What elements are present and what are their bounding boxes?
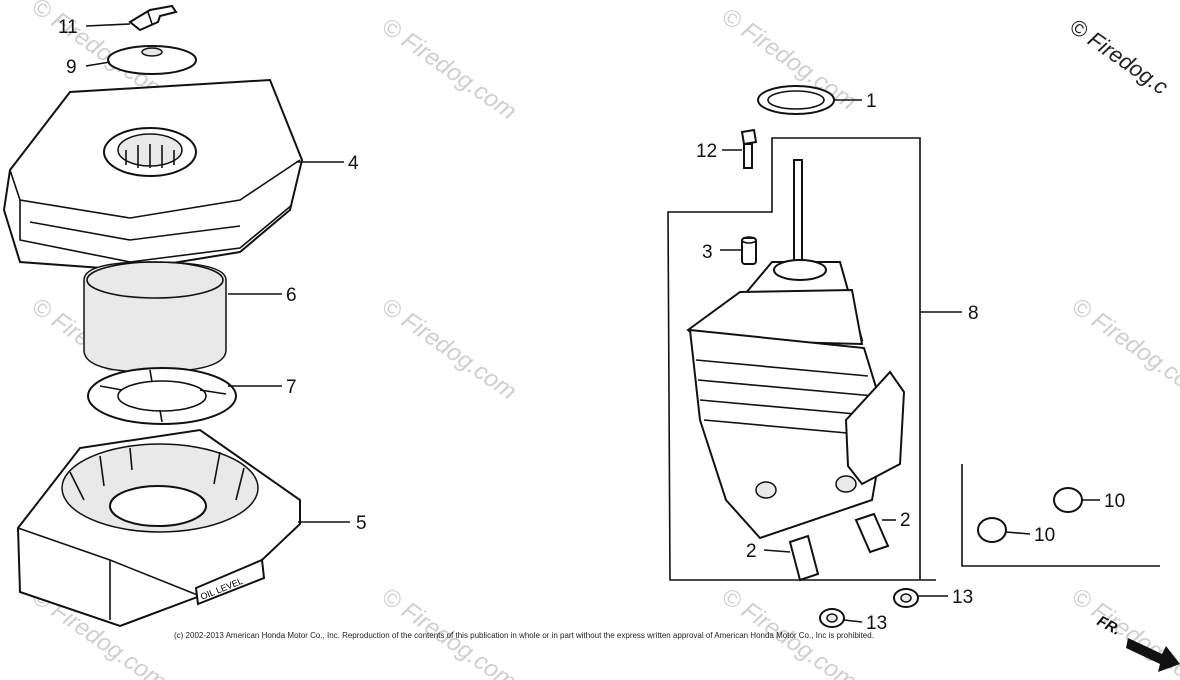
callout-12: 12 — [696, 141, 717, 162]
callout-10: 10 — [1034, 525, 1055, 546]
callout-11: 11 — [58, 17, 78, 38]
part-8-elbow — [686, 159, 906, 540]
part-12-bolt — [740, 128, 758, 169]
watermark: © Firedog.com — [1067, 293, 1180, 406]
callout-2: 2 — [900, 510, 911, 531]
callout-7: 7 — [286, 377, 297, 398]
watermark-corner: © Firedog.c — [1065, 14, 1173, 100]
part-2-pin-b — [788, 534, 820, 582]
part-11-wing-nut — [128, 4, 178, 32]
part-7-grid — [87, 367, 237, 425]
part-2-pin-a — [854, 512, 890, 554]
right-leaders — [720, 99, 1100, 623]
part-4-cleaner-cover — [2, 78, 304, 272]
part-10-caps — [961, 464, 1160, 567]
callout-3: 3 — [702, 242, 713, 263]
callout-6: 6 — [286, 285, 297, 306]
callout-numbers: 1 2 2 3 4 5 6 7 8 9 10 10 11 12 13 13 — [58, 17, 1125, 634]
callout-9: 9 — [66, 57, 77, 78]
left-leaders — [85, 23, 350, 523]
part-9-washer — [107, 45, 197, 75]
callout-8: 8 — [968, 303, 979, 324]
part-13-nut-a — [893, 588, 919, 608]
watermark: © Firedog.com — [377, 13, 522, 126]
copyright-notice: (c) 2002-2013 American Honda Motor Co., … — [174, 631, 874, 640]
callout-1: 1 — [866, 91, 877, 112]
part-8-bracket-box — [667, 137, 962, 581]
callout-13: 13 — [866, 613, 887, 634]
part-13-nut-b — [819, 608, 845, 628]
callout-4: 4 — [348, 153, 359, 174]
callout-5: 5 — [356, 513, 367, 534]
part-3-dowel — [741, 236, 757, 265]
arrow-icon — [1126, 638, 1180, 672]
callout-10: 10 — [1104, 491, 1125, 512]
part-5-cleaner-case: OIL LEVEL — [16, 428, 301, 628]
part-1-gasket — [757, 85, 835, 115]
watermark: © Firedog.com — [377, 293, 522, 406]
callout-13: 13 — [952, 587, 973, 608]
part-6-foam-filter — [83, 261, 227, 373]
callout-2: 2 — [746, 541, 757, 562]
